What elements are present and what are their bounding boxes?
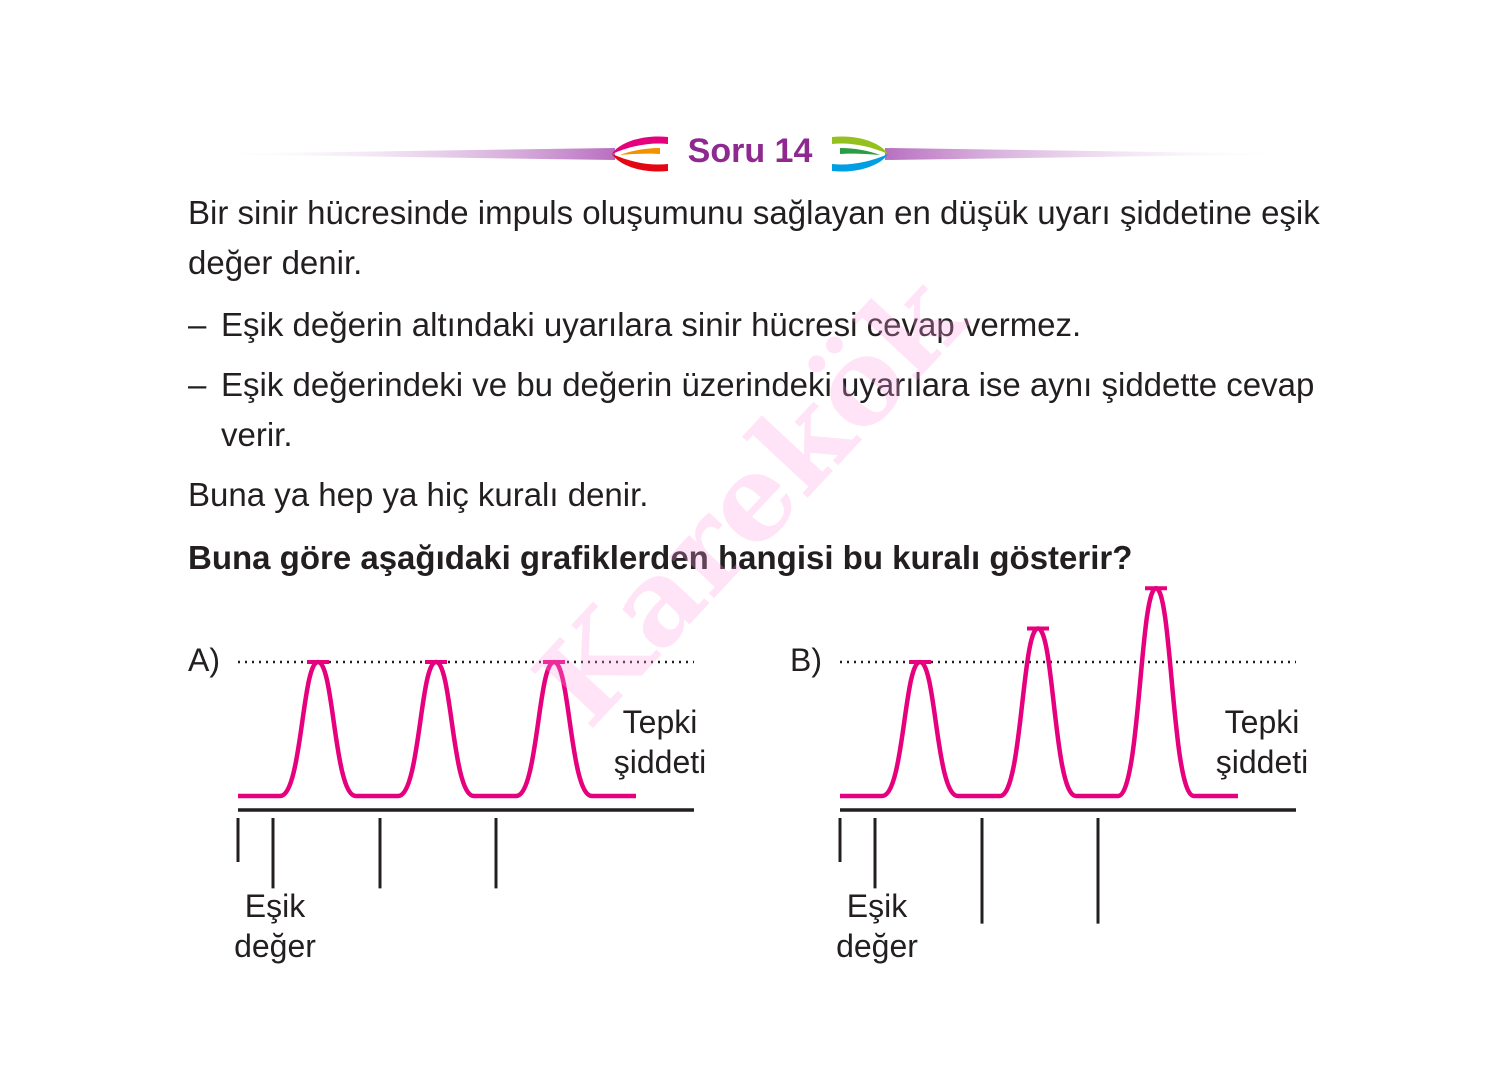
stimulus-bars	[236, 818, 498, 889]
bullet-1-text: Eşik değerin altındaki uyarılara sinir h…	[221, 306, 1082, 343]
threshold-label: Eşik değer	[234, 888, 316, 964]
option-b-label: B)	[790, 642, 822, 678]
graph-b-svg	[838, 586, 1296, 924]
stimulus-bars	[838, 818, 1100, 924]
option-a-label: A)	[188, 642, 220, 678]
header-banner	[200, 136, 1300, 172]
question-number: Soru 14	[687, 132, 813, 170]
bullet-dash: –	[188, 306, 207, 343]
bullet-2: – Eşik değerindeki ve bu değerin üzerind…	[188, 360, 1328, 460]
intro-paragraph: Bir sinir hücresinde impuls oluşumunu sa…	[188, 194, 1320, 281]
y-axis-label: Tepki şiddeti	[1215, 704, 1309, 780]
bullet-dash: –	[188, 366, 207, 403]
left-swoosh-icon	[612, 136, 668, 172]
question-prompt: Buna göre aşağıdaki grafiklerden hangisi…	[188, 539, 1133, 576]
threshold-label: Eşik değer	[836, 888, 918, 964]
y-axis-label: Tepki şiddeti	[613, 704, 707, 780]
option-b-graph[interactable]: B) Tepki şiddeti Eşik değer	[782, 580, 1342, 1000]
graph-a-svg	[236, 659, 694, 889]
header-left-bar	[200, 148, 615, 160]
response-curve	[840, 586, 1238, 799]
rule-paragraph: Buna ya hep ya hiç kuralı denir.	[188, 476, 649, 513]
bullet-1: – Eşik değerin altındaki uyarılara sinir…	[188, 300, 1328, 350]
bullet-2-text: Eşik değerindeki ve bu değerin üzerindek…	[221, 366, 1315, 453]
header-right-bar	[885, 148, 1300, 160]
option-a-graph[interactable]: A) Tepki şiddeti Eşik değer	[180, 580, 740, 1000]
right-swoosh-icon	[832, 136, 888, 172]
